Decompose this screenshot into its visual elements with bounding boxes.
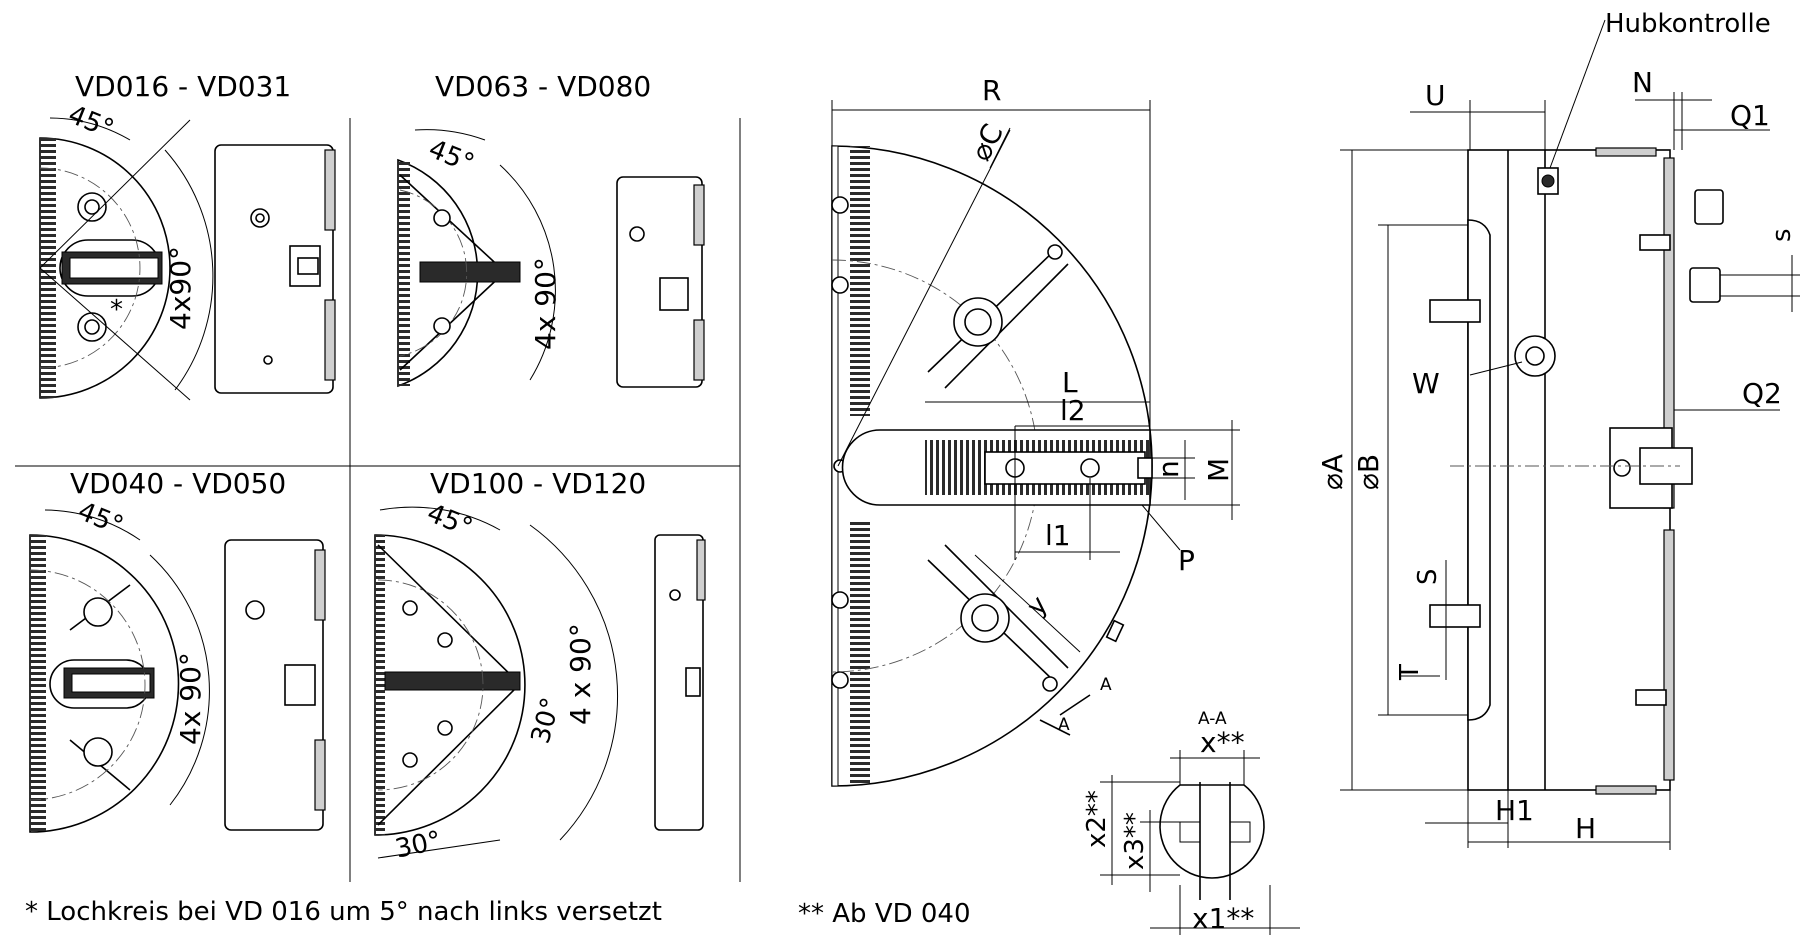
dim-x3: x3**	[1120, 812, 1150, 870]
svg-text:4x90°: 4x90°	[164, 246, 197, 330]
dim-L: L	[1062, 366, 1078, 399]
dim-W: W	[1412, 367, 1440, 400]
svg-text:4 x 90°: 4 x 90°	[564, 623, 597, 725]
dim-Q2: Q2	[1742, 377, 1782, 410]
section-A-mark: A	[1100, 675, 1112, 695]
svg-text:45°: 45°	[64, 100, 118, 145]
svg-text:4x 90°: 4x 90°	[174, 652, 207, 745]
dim-S: S	[1413, 568, 1443, 585]
svg-text:45°: 45°	[423, 498, 477, 543]
dim-C: ⌀C	[964, 119, 1010, 166]
section-aa: A-A x** x2** x3** x1**	[1082, 709, 1300, 935]
dim-U: U	[1425, 79, 1446, 112]
chuck-side	[214, 144, 334, 394]
section-profile	[1159, 784, 1265, 879]
chuck-teeth	[40, 138, 56, 398]
dim-Q1: Q1	[1730, 99, 1770, 132]
spigot	[1467, 219, 1491, 721]
panel-title: VD100 - VD120	[430, 467, 646, 500]
jaw	[419, 261, 521, 283]
dim-N: N	[1632, 66, 1653, 99]
dim-x1: x1**	[1192, 902, 1254, 935]
front-view: ⌀C R L l2 l1 n M P y A A	[831, 74, 1240, 787]
dim-R: R	[982, 74, 1001, 107]
dim-T: T	[1395, 664, 1425, 681]
teeth-upper	[850, 146, 870, 416]
panel-title: VD016 - VD031	[75, 70, 291, 103]
section-A-mark: A	[1058, 715, 1070, 735]
teeth-lower	[850, 520, 870, 786]
dim-A: ⌀A	[1316, 454, 1349, 490]
svg-text:4x 90°: 4x 90°	[529, 257, 562, 350]
panel-vd063: VD063 - VD080 45° 4x 90°	[397, 70, 705, 388]
svg-text:*: *	[110, 295, 123, 325]
dim-l2: l2	[1060, 394, 1086, 427]
dim-s: s	[1767, 228, 1797, 242]
panel-vd100: VD100 - VD120 45° 4 x 90° 30° 30°	[374, 467, 706, 865]
footnote-2: ** Ab VD 040	[798, 899, 971, 929]
panel-vd040: VD040 - VD050 45° 4x 90°	[29, 467, 326, 833]
chuck-side	[654, 534, 704, 831]
dim-x2: x2**	[1082, 790, 1112, 848]
dim-H: H	[1575, 812, 1596, 845]
panel-title: VD063 - VD080	[435, 70, 651, 103]
dim-l1: l1	[1045, 519, 1071, 552]
footnote-1: * Lochkreis bei VD 016 um 5° nach links …	[25, 897, 662, 927]
label-hubkontrolle: Hubkontrolle	[1605, 9, 1771, 39]
svg-text:45°: 45°	[73, 496, 127, 541]
dim-P: P	[1178, 544, 1195, 577]
dim-M: M	[1202, 458, 1235, 482]
panel-grid	[15, 118, 741, 882]
svg-text:45°: 45°	[424, 134, 478, 179]
svg-text:30°: 30°	[526, 695, 567, 747]
dim-x: x**	[1200, 726, 1245, 759]
jaw	[384, 671, 521, 691]
svg-text:A-A: A-A	[1198, 709, 1227, 729]
dim-B: ⌀B	[1352, 454, 1385, 490]
panel-vd016: VD016 - VD031 45° 4x90° *	[39, 70, 336, 401]
panel-title: VD040 - VD050	[70, 467, 286, 500]
dim-H1: H1	[1495, 794, 1534, 827]
dim-n: n	[1152, 460, 1185, 478]
side-view: Hubkontrolle U N Q1 s Q2 W ⌀A ⌀B	[1316, 9, 1800, 850]
